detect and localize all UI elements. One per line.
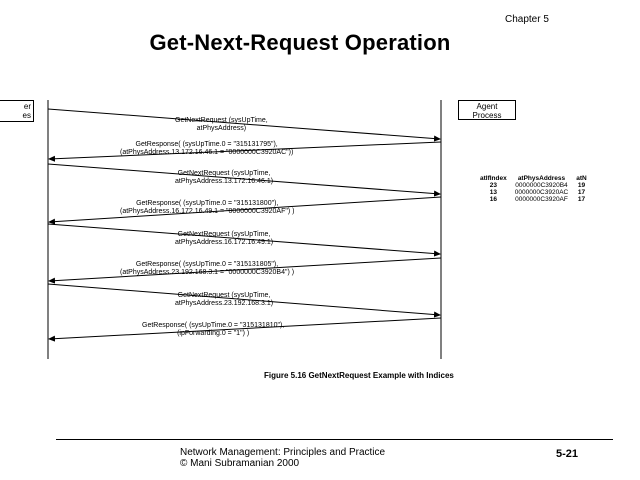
table-row: 23 0000000C3920B4 19 [476,182,591,189]
agent-process-box: Agent Process [458,100,516,120]
slide-title: Get-Next-Request Operation [149,30,451,55]
message-arrow-3 [47,163,441,197]
footer-book-title: Network Management: Principles and Pract… [180,447,386,458]
manager-process-box: er es [0,100,34,122]
message-label-6: GetResponse( (sysUpTime.0 = "315131805")… [120,261,295,276]
agent-label-line1: Agent [476,102,498,111]
message-arrow-2 [48,141,442,162]
table-cell: 13 [489,189,497,196]
manager-label-line2: es [22,111,31,120]
page-number: 5-21 [556,448,579,460]
table-row: 13 0000000C3920AC 17 [476,189,591,196]
table-row: 16 0000000C3920AF 17 [476,196,591,203]
message-label-8: GetResponse( (sysUpTime.0 = "315131810")… [142,322,285,337]
manager-label-line1: er [23,102,31,111]
message-arrow-8 [48,317,442,342]
table-cell: 0000000C3920AC [514,189,569,196]
message-arrow-5 [47,223,441,257]
message-arrow-1 [47,108,441,142]
table-cell: 0000000C3920AF [515,196,568,203]
message-label-7: GetNextRequest (sysUpTime, atPhysAddress… [175,292,274,307]
table-cell: 16 [489,196,497,203]
message-label-2: GetResponse( (sysUpTime.0 = "315131795")… [120,141,294,156]
message-arrow-4 [48,196,442,225]
table-header: atN [576,175,587,182]
message-label-4: GetResponse( (sysUpTime.0 = "315131800")… [120,200,295,215]
message-label-5: GetNextRequest (sysUpTime, atPhysAddress… [175,231,274,246]
table-cell: 23 [489,182,497,189]
table-cell: 19 [577,182,586,189]
address-translation-table: atIfIndex atPhysAddress atN 23 0000000C3… [476,175,591,203]
table-header-row: atIfIndex atPhysAddress atN [476,175,591,182]
table-header: atPhysAddress [517,175,566,182]
message-arrow-7 [47,283,441,318]
message-label-3: GetNextRequest (sysUpTime, atPhysAddress… [175,170,274,185]
footer-divider [56,439,613,440]
message-label-1: GetNextRequest (sysUpTime, atPhysAddress… [175,117,268,132]
agent-label-line2: Process [472,111,502,120]
table-cell: 17 [577,196,586,203]
chapter-label: Chapter 5 [505,14,549,25]
footer-text: Network Management: Principles and Pract… [180,447,385,469]
footer-copyright: © Mani Subramanian 2000 [180,458,300,469]
table-header: atIfIndex [480,175,507,182]
table-cell: 0000000C3920B4 [515,182,568,189]
table-cell: 17 [577,189,586,196]
figure-caption: Figure 5.16 GetNextRequest Example with … [264,371,454,380]
message-arrow-6 [48,257,442,284]
